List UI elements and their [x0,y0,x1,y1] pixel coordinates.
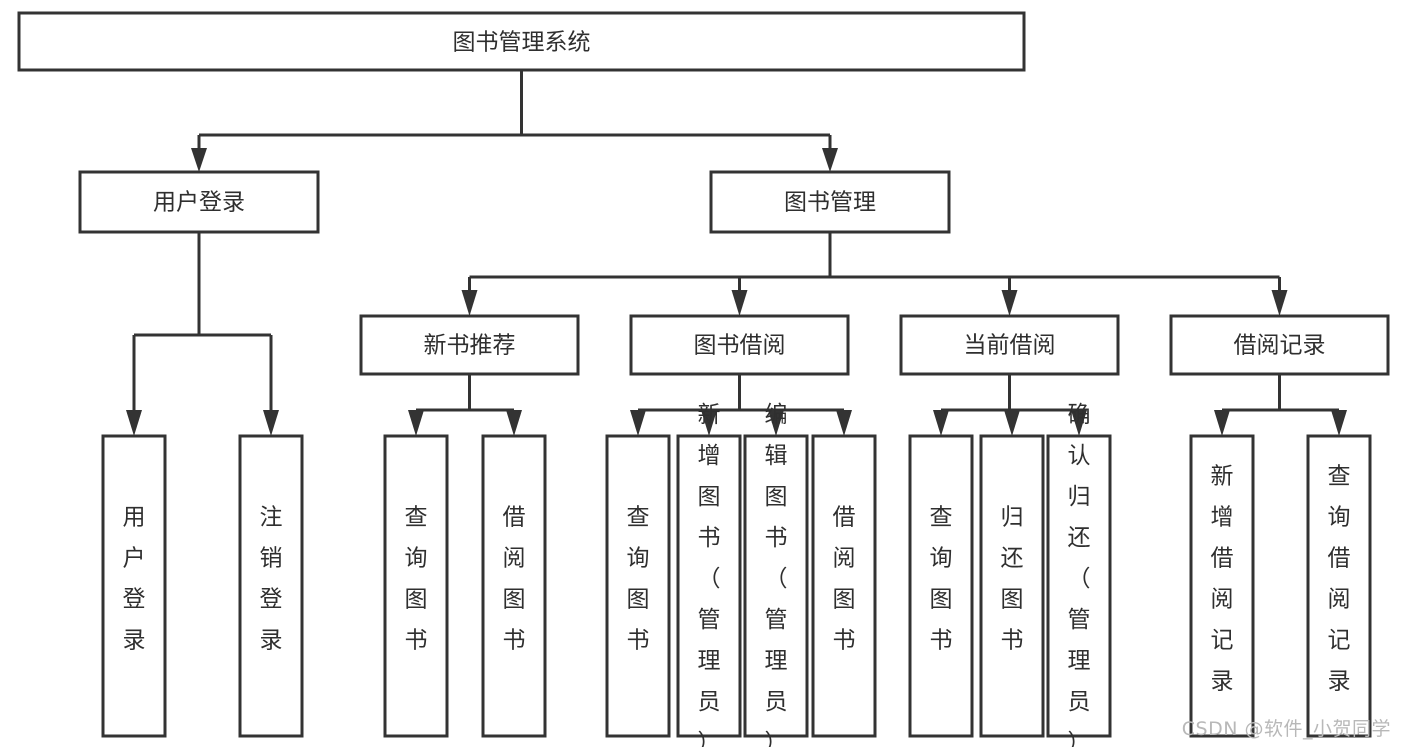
connector-new-book-recommend-to-leaves [408,374,522,436]
node-leaf-logout[interactable]: 注销登录 [238,434,304,738]
node-current-borrow-label: 当前借阅 [964,333,1056,359]
node-leaf-add-book[interactable]: 新增图书（管理员） [676,402,742,747]
node-leaf-user-login[interactable]: 用户登录 [101,434,167,738]
node-root-box[interactable] [17,11,1026,72]
arrow-head-leaf-edit-book [768,410,784,436]
arrow-head-leaf-query-book-1 [408,410,424,436]
node-leaf-borrow-book-2-label: 借阅图书 [833,505,856,654]
arrow-head-leaf-query-book-3 [933,410,949,436]
node-leaf-query-book-2-box[interactable] [605,434,671,738]
node-leaf-confirm-return-label: 确认归还（管理员） [1068,402,1091,747]
arrow-head-leaf-add-record [1214,410,1230,436]
node-leaf-query-record-box[interactable] [1306,434,1372,738]
arrow-head-leaf-logout [263,410,279,436]
node-leaf-borrow-book-2-box[interactable] [811,434,877,738]
node-borrow-record[interactable]: 借阅记录 [1169,314,1390,376]
node-book-management-label: 图书管理 [784,190,876,216]
node-leaf-borrow-book-1[interactable]: 借阅图书 [481,434,547,738]
node-leaf-user-login-box[interactable] [101,434,167,738]
arrow-head-new-book-recommend [461,290,478,316]
node-new-book-recommend-label: 新书推荐 [424,333,516,359]
node-leaf-return-book-box[interactable] [979,434,1045,738]
node-user-login-box[interactable] [78,170,320,234]
arrow-head-user-login [191,148,207,172]
connector-root-to-level2 [191,70,838,172]
node-leaf-borrow-book-2[interactable]: 借阅图书 [811,434,877,738]
node-leaf-confirm-return[interactable]: 确认归还（管理员） [1046,402,1112,747]
node-book-borrow-box[interactable] [629,314,850,376]
arrow-head-book-borrow [731,290,748,316]
node-leaf-edit-book[interactable]: 编辑图书（管理员） [743,402,809,747]
arrow-head-leaf-confirm-return [1071,410,1087,436]
node-leaf-add-record-box[interactable] [1189,434,1255,738]
node-user-login[interactable]: 用户登录 [78,170,320,234]
arrow-head-leaf-query-record [1331,410,1347,436]
node-leaf-query-record[interactable]: 查询借阅记录 [1306,434,1372,738]
arrow-head-leaf-add-book [701,410,717,436]
node-leaf-add-record[interactable]: 新增借阅记录 [1189,434,1255,738]
arrow-head-book-management [822,148,838,172]
node-leaf-logout-box[interactable] [238,434,304,738]
connector-borrow-record-to-leaves [1214,374,1347,436]
node-leaf-borrow-book-1-label: 借阅图书 [503,505,526,654]
node-leaf-user-login-label: 用户登录 [123,505,146,654]
node-borrow-record-label: 借阅记录 [1234,333,1326,359]
node-leaf-query-record-label: 查询借阅记录 [1328,464,1351,695]
arrow-head-current-borrow [1001,290,1018,316]
node-leaf-add-record-label: 新增借阅记录 [1211,464,1234,695]
node-book-management[interactable]: 图书管理 [709,170,951,234]
node-book-management-box[interactable] [709,170,951,234]
connector-book-borrow-to-leaves [630,374,852,436]
node-leaf-query-book-3[interactable]: 查询图书 [908,434,974,738]
node-current-borrow[interactable]: 当前借阅 [899,314,1120,376]
node-leaf-query-book-2[interactable]: 查询图书 [605,434,671,738]
node-leaf-return-book-label: 归还图书 [1001,505,1024,654]
node-borrow-record-box[interactable] [1169,314,1390,376]
arrow-head-leaf-query-book-2 [630,410,646,436]
node-new-book-recommend[interactable]: 新书推荐 [359,314,580,376]
node-leaf-add-book-label: 新增图书（管理员） [698,402,721,747]
node-book-borrow-label: 图书借阅 [694,333,786,359]
node-leaf-query-book-2-label: 查询图书 [627,505,650,654]
arrow-head-leaf-borrow-book-1 [506,410,522,436]
node-root-label: 图书管理系统 [453,30,591,56]
node-leaf-confirm-return-box[interactable] [1046,434,1112,738]
node-current-borrow-box[interactable] [899,314,1120,376]
node-leaf-edit-book-label: 编辑图书（管理员） [765,402,788,747]
node-leaf-edit-book-box[interactable] [743,434,809,738]
node-leaf-borrow-book-1-box[interactable] [481,434,547,738]
arrow-head-borrow-record [1271,290,1288,316]
node-leaf-query-book-1-label: 查询图书 [405,505,428,654]
node-leaf-add-book-box[interactable] [676,434,742,738]
node-leaf-query-book-1[interactable]: 查询图书 [383,434,449,738]
node-user-login-label: 用户登录 [153,190,245,216]
node-new-book-recommend-box[interactable] [359,314,580,376]
arrow-head-leaf-borrow-book-2 [836,410,852,436]
node-leaf-logout-label: 注销登录 [260,505,283,654]
csdn-watermark: CSDN @软件_小贺同学 [1181,718,1391,740]
connector-current-borrow-to-leaves [933,374,1087,436]
node-leaf-query-book-3-label: 查询图书 [930,505,953,654]
node-root[interactable]: 图书管理系统 [17,11,1026,72]
arrow-head-leaf-return-book [1004,410,1020,436]
connector-book-management-to-level3 [461,232,1288,316]
node-leaf-return-book[interactable]: 归还图书 [979,434,1045,738]
node-leaf-query-book-3-box[interactable] [908,434,974,738]
connector-user-login-to-leaves [126,232,279,436]
arrow-head-leaf-user-login [126,410,142,436]
node-leaf-query-book-1-box[interactable] [383,434,449,738]
node-book-borrow[interactable]: 图书借阅 [629,314,850,376]
